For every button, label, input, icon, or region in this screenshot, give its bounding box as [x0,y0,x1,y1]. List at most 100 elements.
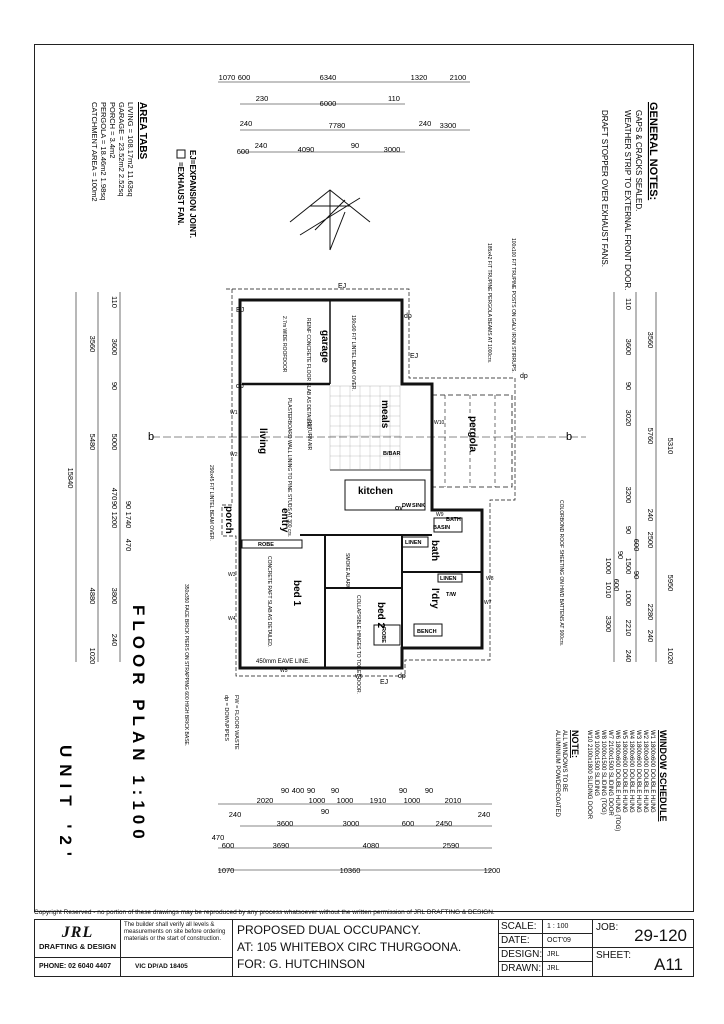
note-posts: 100x100 F/T TRUPINE POSTS ON GALV IRON S… [510,238,516,373]
ws-row-5: W5 1800x600 DOUBLE HUNG [621,730,627,813]
tag-w10: W10 [434,420,445,426]
dim-bot-2020: 2020 [257,796,274,805]
note-lintel-garage: 190x90 F/T LINTEL BEAM OVER. [350,315,356,391]
dim-right-3300: 3300 [604,616,613,633]
linen-2 [437,573,463,583]
dim-right-90c: 90 [616,551,625,559]
note-smoke: SMOKE ALARM [344,553,350,589]
dim-top-4090: 4090 [298,145,315,154]
area-line-1: LIVING = 108.17m2 11.63sq [126,102,135,197]
dim-bot-90a: 90 [281,786,289,795]
area-line-4: PERGOLA = 18.46m2 1.98sq [99,102,108,200]
tag-w9: W9 [436,512,444,518]
copyright-notice: Copyright Reserved - no portion of these… [34,909,495,916]
legend-exhaust: =EXHAUST FAN. [176,162,185,225]
drawn-value: JRL [543,962,593,976]
dim-right-5950: 5950 [666,575,675,592]
right-dimensions: 3560 110 3600 90 5760 3020 5310 240 3200… [604,292,675,664]
robe-bed1 [241,539,303,549]
dim-left-470b: 470 [124,539,133,552]
dim-top-600a: 600 [238,73,251,82]
dim-top-3000: 3000 [384,145,401,154]
fixture-labels: ROBE ROBE LINEN LINEN BENCH B/BAR BASIN … [258,451,461,643]
ws-row-7: W7 2100x1500 SLIDING DOOR [607,730,613,816]
area-line-3: PORCH = 3.4m2 [108,102,117,158]
dim-right-240c: 240 [624,650,633,663]
note-garage-slab: REINF CONCRETE FLOOR SLAB AS DETAILED. [305,318,311,430]
note-colorbond: COLORBOND ROOF SHEETING ON HWD BATTENS A… [558,500,564,646]
label-dw: DW [402,503,412,509]
label-robe-2: ROBE [380,627,386,643]
note-title: NOTE: [570,730,580,758]
note-pergola-beams: 185x42 F/T TRUPINE PERGOLA BEAMS AT 1000… [486,243,492,363]
note-line-2: ALUMINIUM POWDERCOATED [554,730,560,818]
design-value: JRL [543,948,593,962]
dim-bot-240a: 240 [229,810,242,819]
dim-right-3600: 3600 [624,339,633,356]
tag-dp-3: dp [520,373,528,380]
dim-top-2100: 2100 [450,73,467,82]
ws-row-4: W4 1800x600 DOUBLE HUNG [628,730,634,813]
builder-disclaimer: The builder shall verify all levels & me… [121,920,233,958]
tag-ej-3: EJ [410,353,418,360]
dim-top-240c: 240 [255,141,268,150]
eave-line [221,288,516,677]
dim-bot-2590: 2590 [443,841,460,850]
project-line-3: FOR: G. HUTCHINSON [237,957,365,971]
vic-registration: VIC DP/AD 18405 [121,958,233,976]
tag-w6: W6 [355,674,363,680]
dim-bot-470: 470 [212,833,225,842]
section-b-left: b [148,431,154,443]
dim-right-3200: 3200 [624,487,633,504]
dim-right-3560: 3560 [646,332,655,349]
title-block: JRL DRAFTING & DESIGN PHONE: 02 6040 440… [34,919,694,977]
bottom-dimensions: 90 400 90 90 90 90 2020 1000 1000 1910 1… [212,786,501,875]
dim-right-2210: 2210 [624,620,633,637]
dim-right-1500: 1500 [624,558,633,575]
dim-right-600a: 600 [632,539,641,552]
dim-right-5310: 5310 [666,438,675,455]
dim-bot-3690: 3690 [273,841,290,850]
general-notes-title: GENERAL NOTES: [647,102,659,200]
dim-bot-240b: 240 [478,810,491,819]
ws-row-1: W1 1800x600 DOUBLE HUNG [649,730,655,813]
room-bath: bath [429,540,440,561]
room-ldry: l'dry [429,588,440,609]
drawn-label: DRAWN: [501,962,543,976]
dim-left-90c: 90 [124,501,133,509]
dim-bot-4080: 4080 [363,841,380,850]
note-piers: 350x350 FACE BRICK PIERS ON STRAPPING 60… [183,584,189,746]
logo-subtitle: DRAFTING & DESIGN [38,942,117,951]
dim-left-90b: 90 [110,501,119,509]
tag-w1: W1 [230,410,238,416]
ws-row-3: W3 1800x600 DOUBLE HUNG [635,730,641,813]
dim-right-90b: 90 [624,526,633,534]
ws-row-9: W9 1000x1500 SLIDING [593,730,599,796]
dim-left-3600: 3600 [110,339,119,356]
dim-left-1740: 1740 [124,512,133,529]
dim-right-90d: 90 [632,571,641,579]
room-bed1: bed 1 [291,580,302,607]
left-dimensions: 110 3560 3600 90 5480 5000 15840 470 90 … [66,292,133,664]
bench-ldry [413,623,443,637]
dim-right-2500: 2500 [646,532,655,549]
dim-right-1020: 1020 [666,648,675,665]
dim-bot-3600: 3600 [277,819,294,828]
dim-left-3560: 3560 [88,336,97,353]
dim-left-1200: 1200 [110,512,119,529]
dim-left-5480: 5480 [88,434,97,451]
label-linen-2: LINEN [440,576,457,582]
annotations: 100x100 F/T TRUPINE POSTS ON GALV IRON S… [183,238,564,746]
sheet-cell: SHEET: A11 [593,948,693,976]
drawing-sheet [34,44,694,912]
dim-bot-400: 400 [292,786,305,795]
room-living: living [257,428,268,454]
note-plasterboard: PLASTERBOARD WALL LINING TO PINE STUDS A… [286,398,292,537]
company-logo: JRL DRAFTING & DESIGN [35,920,121,958]
dim-bot-2010: 2010 [445,796,462,805]
tag-dp-2: dp [236,383,244,390]
note-hinges: COLLAPSIBLE HINGES TO TOILET DOOR. [355,595,361,694]
area-line-2: GARAGE = 23.52m2 2.52sq [117,102,126,196]
dim-bot-1910: 1910 [370,796,387,805]
company-phone: PHONE: 02 6040 4407 [35,958,121,976]
